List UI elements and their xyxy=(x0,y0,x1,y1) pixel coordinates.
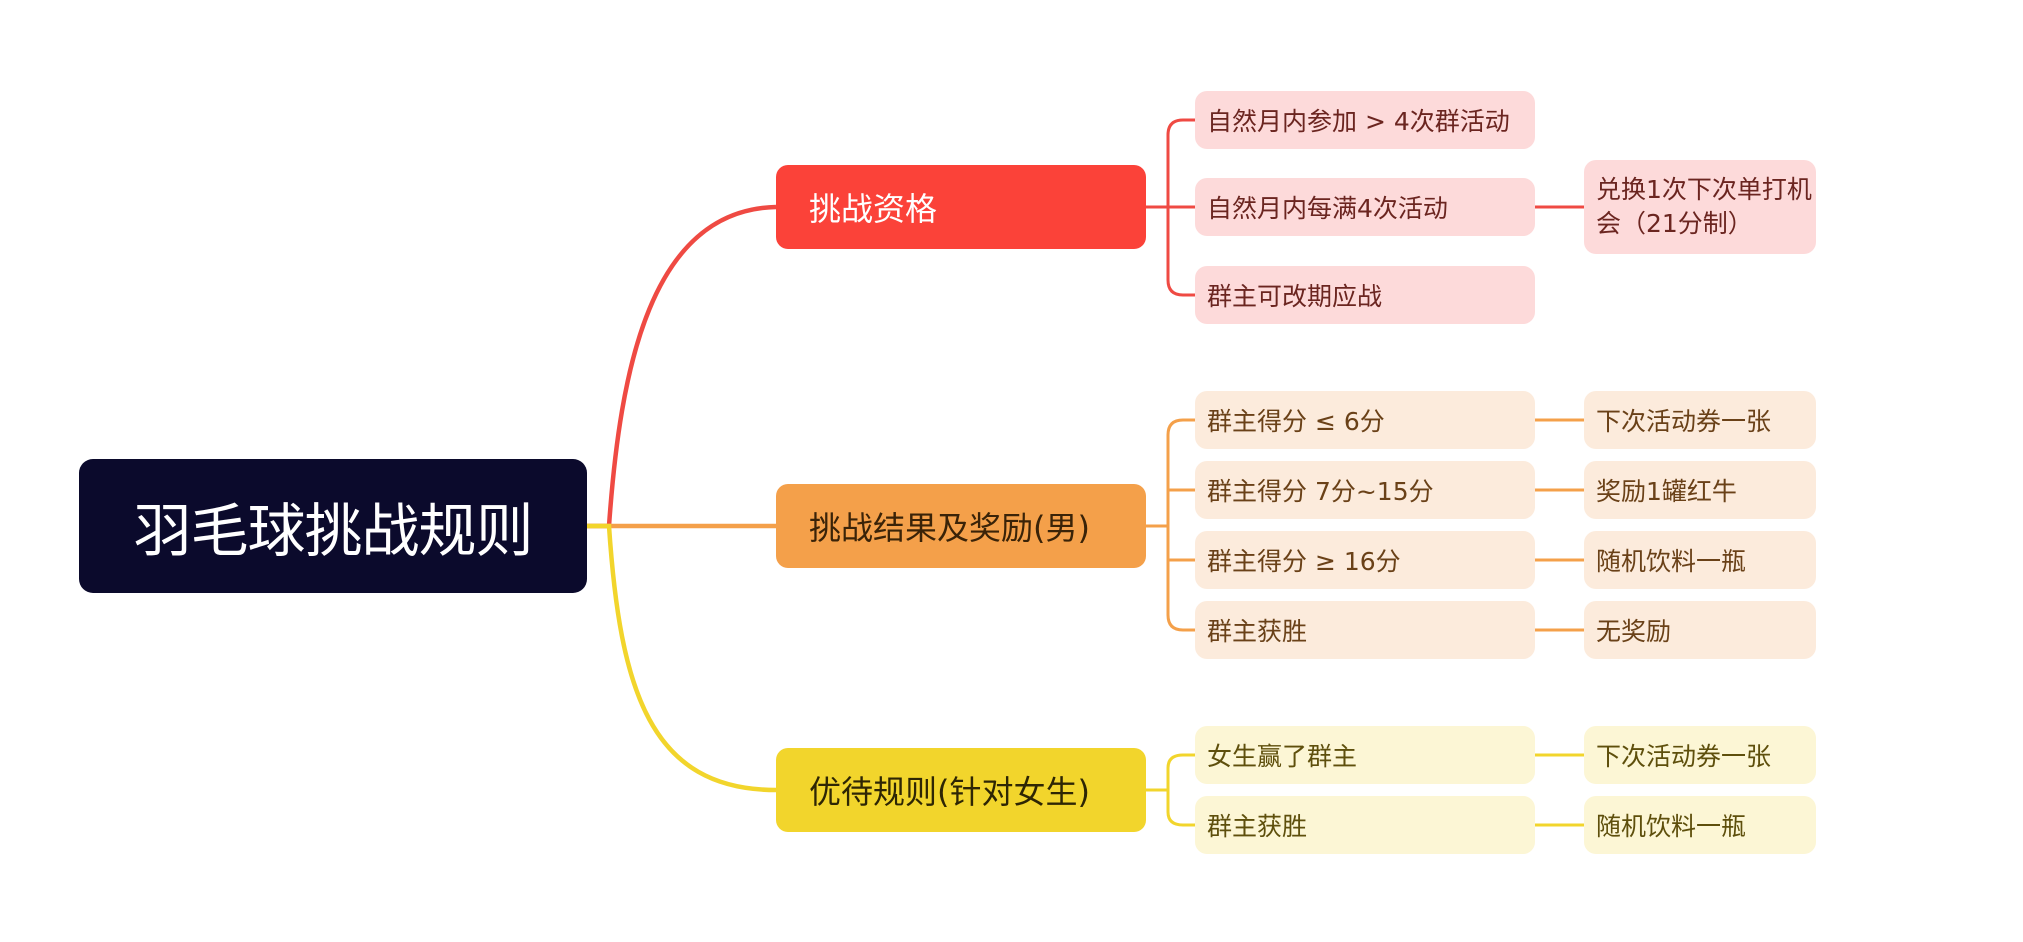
leaf-node[interactable]: 群主得分 ≥ 16分 xyxy=(1195,531,1535,589)
root-node-title[interactable]: 羽毛球挑战规则 xyxy=(79,459,587,593)
sub-leaf-node[interactable]: 随机饮料一瓶 xyxy=(1584,531,1816,589)
root-to-branch-2-connector xyxy=(587,523,777,793)
leaf-node[interactable]: 群主得分 7分~15分 xyxy=(1195,461,1535,519)
leaf-node[interactable]: 群主获胜 xyxy=(1195,796,1535,854)
sub-leaf-node[interactable]: 奖励1罐红牛 xyxy=(1584,461,1816,519)
sub-leaf-node[interactable]: 无奖励 xyxy=(1584,601,1816,659)
root-to-branch-0-connector xyxy=(587,204,777,529)
branch-0-connectors xyxy=(1146,118,1584,297)
branch-1-connectors xyxy=(1146,418,1584,632)
leaf-node[interactable]: 自然月内参加 > 4次群活动 xyxy=(1195,91,1535,149)
branch-2-connectors xyxy=(1146,753,1584,827)
leaf-node[interactable]: 群主获胜 xyxy=(1195,601,1535,659)
branch-node-preferential-rules-women[interactable]: 优待规则(针对女生) xyxy=(776,748,1146,832)
leaf-node[interactable]: 女生赢了群主 xyxy=(1195,726,1535,784)
sub-leaf-node[interactable]: 下次活动券一张 xyxy=(1584,391,1816,449)
branch-node-challenge-eligibility[interactable]: 挑战资格 xyxy=(776,165,1146,249)
branch-node-results-rewards-men[interactable]: 挑战结果及奖励(男) xyxy=(776,484,1146,568)
leaf-node[interactable]: 群主得分 ≤ 6分 xyxy=(1195,391,1535,449)
sub-leaf-node[interactable]: 下次活动券一张 xyxy=(1584,726,1816,784)
sub-leaf-node[interactable]: 兑换1次下次单打机会（21分制） xyxy=(1584,160,1816,254)
sub-leaf-node[interactable]: 随机饮料一瓶 xyxy=(1584,796,1816,854)
leaf-node[interactable]: 自然月内每满4次活动 xyxy=(1195,178,1535,236)
leaf-node[interactable]: 群主可改期应战 xyxy=(1195,266,1535,324)
